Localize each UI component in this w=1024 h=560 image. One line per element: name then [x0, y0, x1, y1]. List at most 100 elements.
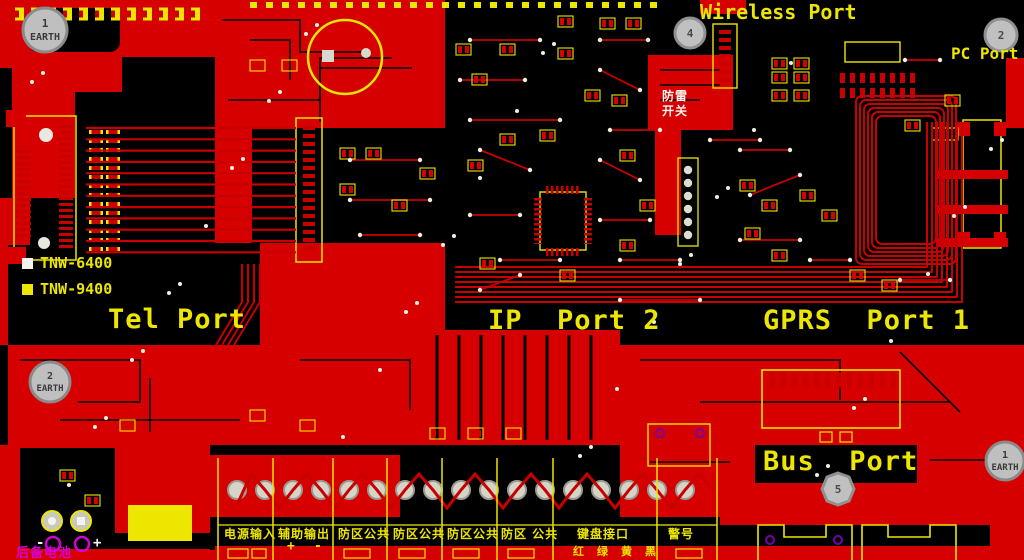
smd-outline [771, 57, 788, 70]
via-pad [937, 57, 943, 63]
via-pad [637, 177, 643, 183]
smd-pad [781, 92, 785, 99]
svg-text:2: 2 [998, 29, 1005, 42]
signal-trace [599, 159, 641, 181]
label-wireless-port: Wireless Port [700, 0, 857, 24]
smd-pad [508, 430, 512, 437]
via-pad [517, 272, 523, 278]
aux-plus-mark: + [287, 539, 295, 554]
smd-pad [629, 242, 633, 249]
via-pad [93, 425, 97, 429]
smd-pad [831, 212, 835, 219]
smd-pad [458, 46, 462, 53]
smd-pad [562, 272, 566, 279]
smd-outline [339, 147, 356, 160]
terminal-label-zone-com-2: 防区公共 [393, 527, 446, 541]
smd-outline [557, 15, 574, 28]
via-pad [537, 37, 543, 43]
smd-pad [803, 74, 807, 81]
loop-trace [875, 115, 937, 245]
via-pad [863, 397, 867, 401]
via-pad [707, 137, 713, 143]
label-lightning-switch-2: 开关 [662, 104, 689, 118]
smd-outline [881, 279, 898, 292]
via-pad [130, 358, 134, 362]
smd-pad [502, 46, 506, 53]
smd-outline [793, 57, 810, 70]
via-pad [989, 147, 993, 151]
smd-outline [249, 59, 266, 72]
smd-pad [509, 136, 513, 143]
smd-pad [470, 162, 474, 169]
smd-outline [619, 239, 636, 252]
svg-text:2: 2 [47, 371, 53, 382]
smd-pad [94, 497, 98, 504]
smd-pad [302, 422, 306, 429]
smd-outline [625, 17, 642, 30]
smd-outline [467, 427, 484, 440]
via-pad [789, 61, 793, 65]
smd-outline [771, 249, 788, 262]
smd-pad [749, 182, 753, 189]
smd-outline [467, 159, 484, 172]
via-pad [715, 195, 719, 199]
via-pad [304, 32, 308, 36]
svg-text:5: 5 [835, 483, 842, 496]
via-pad [847, 257, 853, 263]
via-pad [515, 109, 519, 113]
via-pad [647, 217, 653, 223]
via-pad [527, 167, 533, 173]
smd-pad [809, 192, 813, 199]
smd-pad [69, 472, 73, 479]
smd-pad [252, 412, 256, 419]
smd-outline [429, 427, 446, 440]
via-pad [607, 127, 613, 133]
smd-pad [465, 46, 469, 53]
smd-pad [429, 170, 433, 177]
via-pad [557, 117, 563, 123]
smd-pad [774, 74, 778, 81]
via-pad [897, 277, 903, 283]
wire-box [227, 548, 249, 559]
smd-outline [904, 119, 921, 132]
via-pad [167, 291, 171, 295]
smd-pad [622, 242, 626, 249]
smd-outline [821, 209, 838, 222]
terminal-label-zone-com-4: 防区 公共 [501, 527, 559, 541]
smd-pad [796, 74, 800, 81]
via-pad [677, 257, 683, 263]
smd-pad [914, 122, 918, 129]
smd-pad [609, 20, 613, 27]
smd-parts [59, 15, 961, 507]
component-footprints [6, 2, 1008, 560]
signal-trace [479, 274, 521, 291]
via-pad [427, 197, 433, 203]
via-pad [467, 212, 473, 218]
smd-pad [252, 62, 256, 69]
terminal-label-keypad: 键盘接口 [577, 527, 630, 541]
via-pad [797, 172, 803, 178]
smd-outline [799, 189, 816, 202]
keypad-wire-green: 绿 [597, 545, 609, 558]
loop-trace [867, 107, 945, 253]
via-pad [902, 57, 908, 63]
via-pad [357, 232, 363, 238]
via-pad [597, 217, 603, 223]
via-pad [589, 445, 593, 449]
smd-pad [796, 92, 800, 99]
terminal-label-zone-com-1: 防区公共 [338, 527, 391, 541]
smd-pad [259, 412, 263, 419]
keypad-wire-black: 黑 [645, 545, 657, 558]
via-pad [737, 237, 743, 243]
led-pad [683, 230, 693, 240]
via-pad [815, 473, 819, 477]
bus-trace [455, 122, 933, 273]
smd-pad [754, 230, 758, 237]
via-pad [315, 23, 319, 27]
via-pad [452, 234, 456, 238]
smd-outline [557, 47, 574, 60]
via-pad [241, 157, 245, 161]
trace-bundles [86, 39, 963, 346]
svg-text:EARTH: EARTH [30, 32, 60, 43]
loop-trace [859, 99, 953, 261]
